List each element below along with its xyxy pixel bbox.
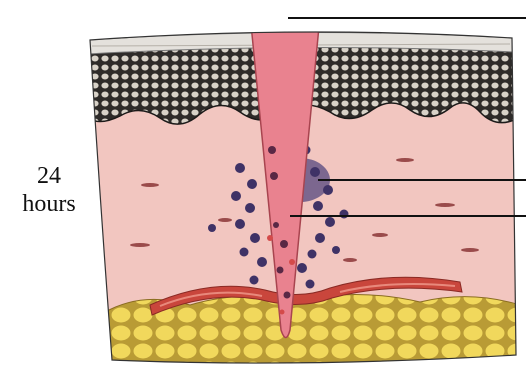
skin-wound-diagram bbox=[0, 0, 526, 371]
